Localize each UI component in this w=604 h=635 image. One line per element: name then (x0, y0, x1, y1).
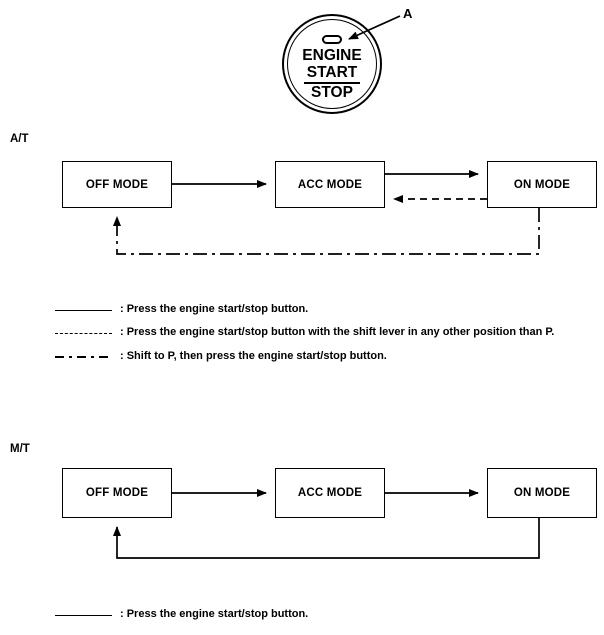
at-mode-box-off: OFF MODE (62, 161, 172, 208)
engine-start-stop-button-illustration: ENGINE START STOP (282, 14, 386, 118)
button-inner-ring (287, 19, 377, 109)
at-legend-text-dashed: : Press the engine start/stop button wit… (120, 326, 555, 338)
button-label-engine: ENGINE (302, 47, 362, 64)
button-label-stop: STOP (311, 84, 353, 101)
at-legend-sample-solid-icon (55, 310, 112, 311)
callout-label-a: A (403, 6, 413, 21)
mt-mode-box-off: OFF MODE (62, 468, 172, 518)
section-label-mt: M/T (10, 443, 30, 455)
mt-mode-box-acc: ACC MODE (275, 468, 385, 518)
button-label-divider (304, 82, 360, 84)
at-legend-sample-dashdot-icon (55, 356, 112, 358)
at-legend-text-dashdot: : Shift to P, then press the engine star… (120, 350, 387, 362)
button-label-start: START (306, 64, 358, 81)
button-indicator-led-icon (322, 35, 342, 44)
at-arrow-on-to-off-dashdot (113, 208, 540, 255)
at-legend-text-solid: : Press the engine start/stop button. (120, 303, 309, 315)
mt-arrow-on-to-off (113, 518, 540, 559)
at-legend-sample-dashed-icon (55, 333, 112, 334)
mt-mode-box-on: ON MODE (487, 468, 597, 518)
at-mode-box-acc: ACC MODE (275, 161, 385, 208)
section-label-at: A/T (10, 133, 29, 145)
at-mode-box-on: ON MODE (487, 161, 597, 208)
mt-legend-text-solid: : Press the engine start/stop button. (120, 608, 309, 620)
mt-legend-sample-solid-icon (55, 615, 112, 616)
